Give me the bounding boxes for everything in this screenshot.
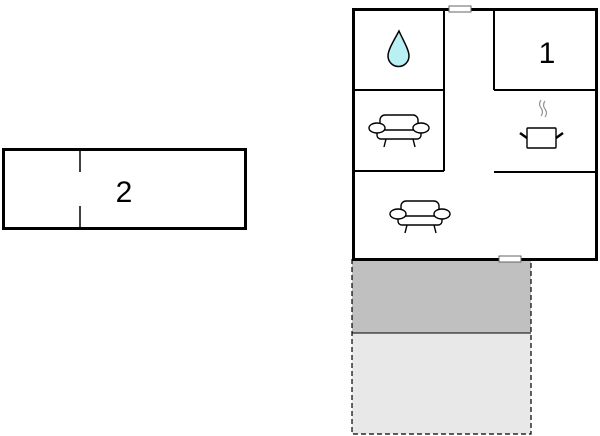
building-2-label: 2 bbox=[116, 176, 133, 209]
building-1: 1 bbox=[352, 5, 598, 263]
door-bottom bbox=[498, 255, 522, 263]
window-top bbox=[448, 5, 472, 13]
interior-walls bbox=[353, 9, 597, 173]
terrace-outline bbox=[351, 259, 532, 435]
terrace-covered bbox=[352, 259, 531, 333]
terrace bbox=[351, 259, 532, 435]
armchair-icon bbox=[368, 114, 430, 148]
armchair-icon bbox=[389, 200, 451, 234]
terrace-open bbox=[352, 333, 531, 434]
cooking-pot-icon bbox=[519, 99, 564, 149]
building-2: 2 bbox=[2, 148, 247, 230]
water-drop-icon bbox=[387, 29, 410, 68]
building-1-label: 1 bbox=[539, 37, 556, 70]
building-2-outline bbox=[2, 148, 247, 230]
